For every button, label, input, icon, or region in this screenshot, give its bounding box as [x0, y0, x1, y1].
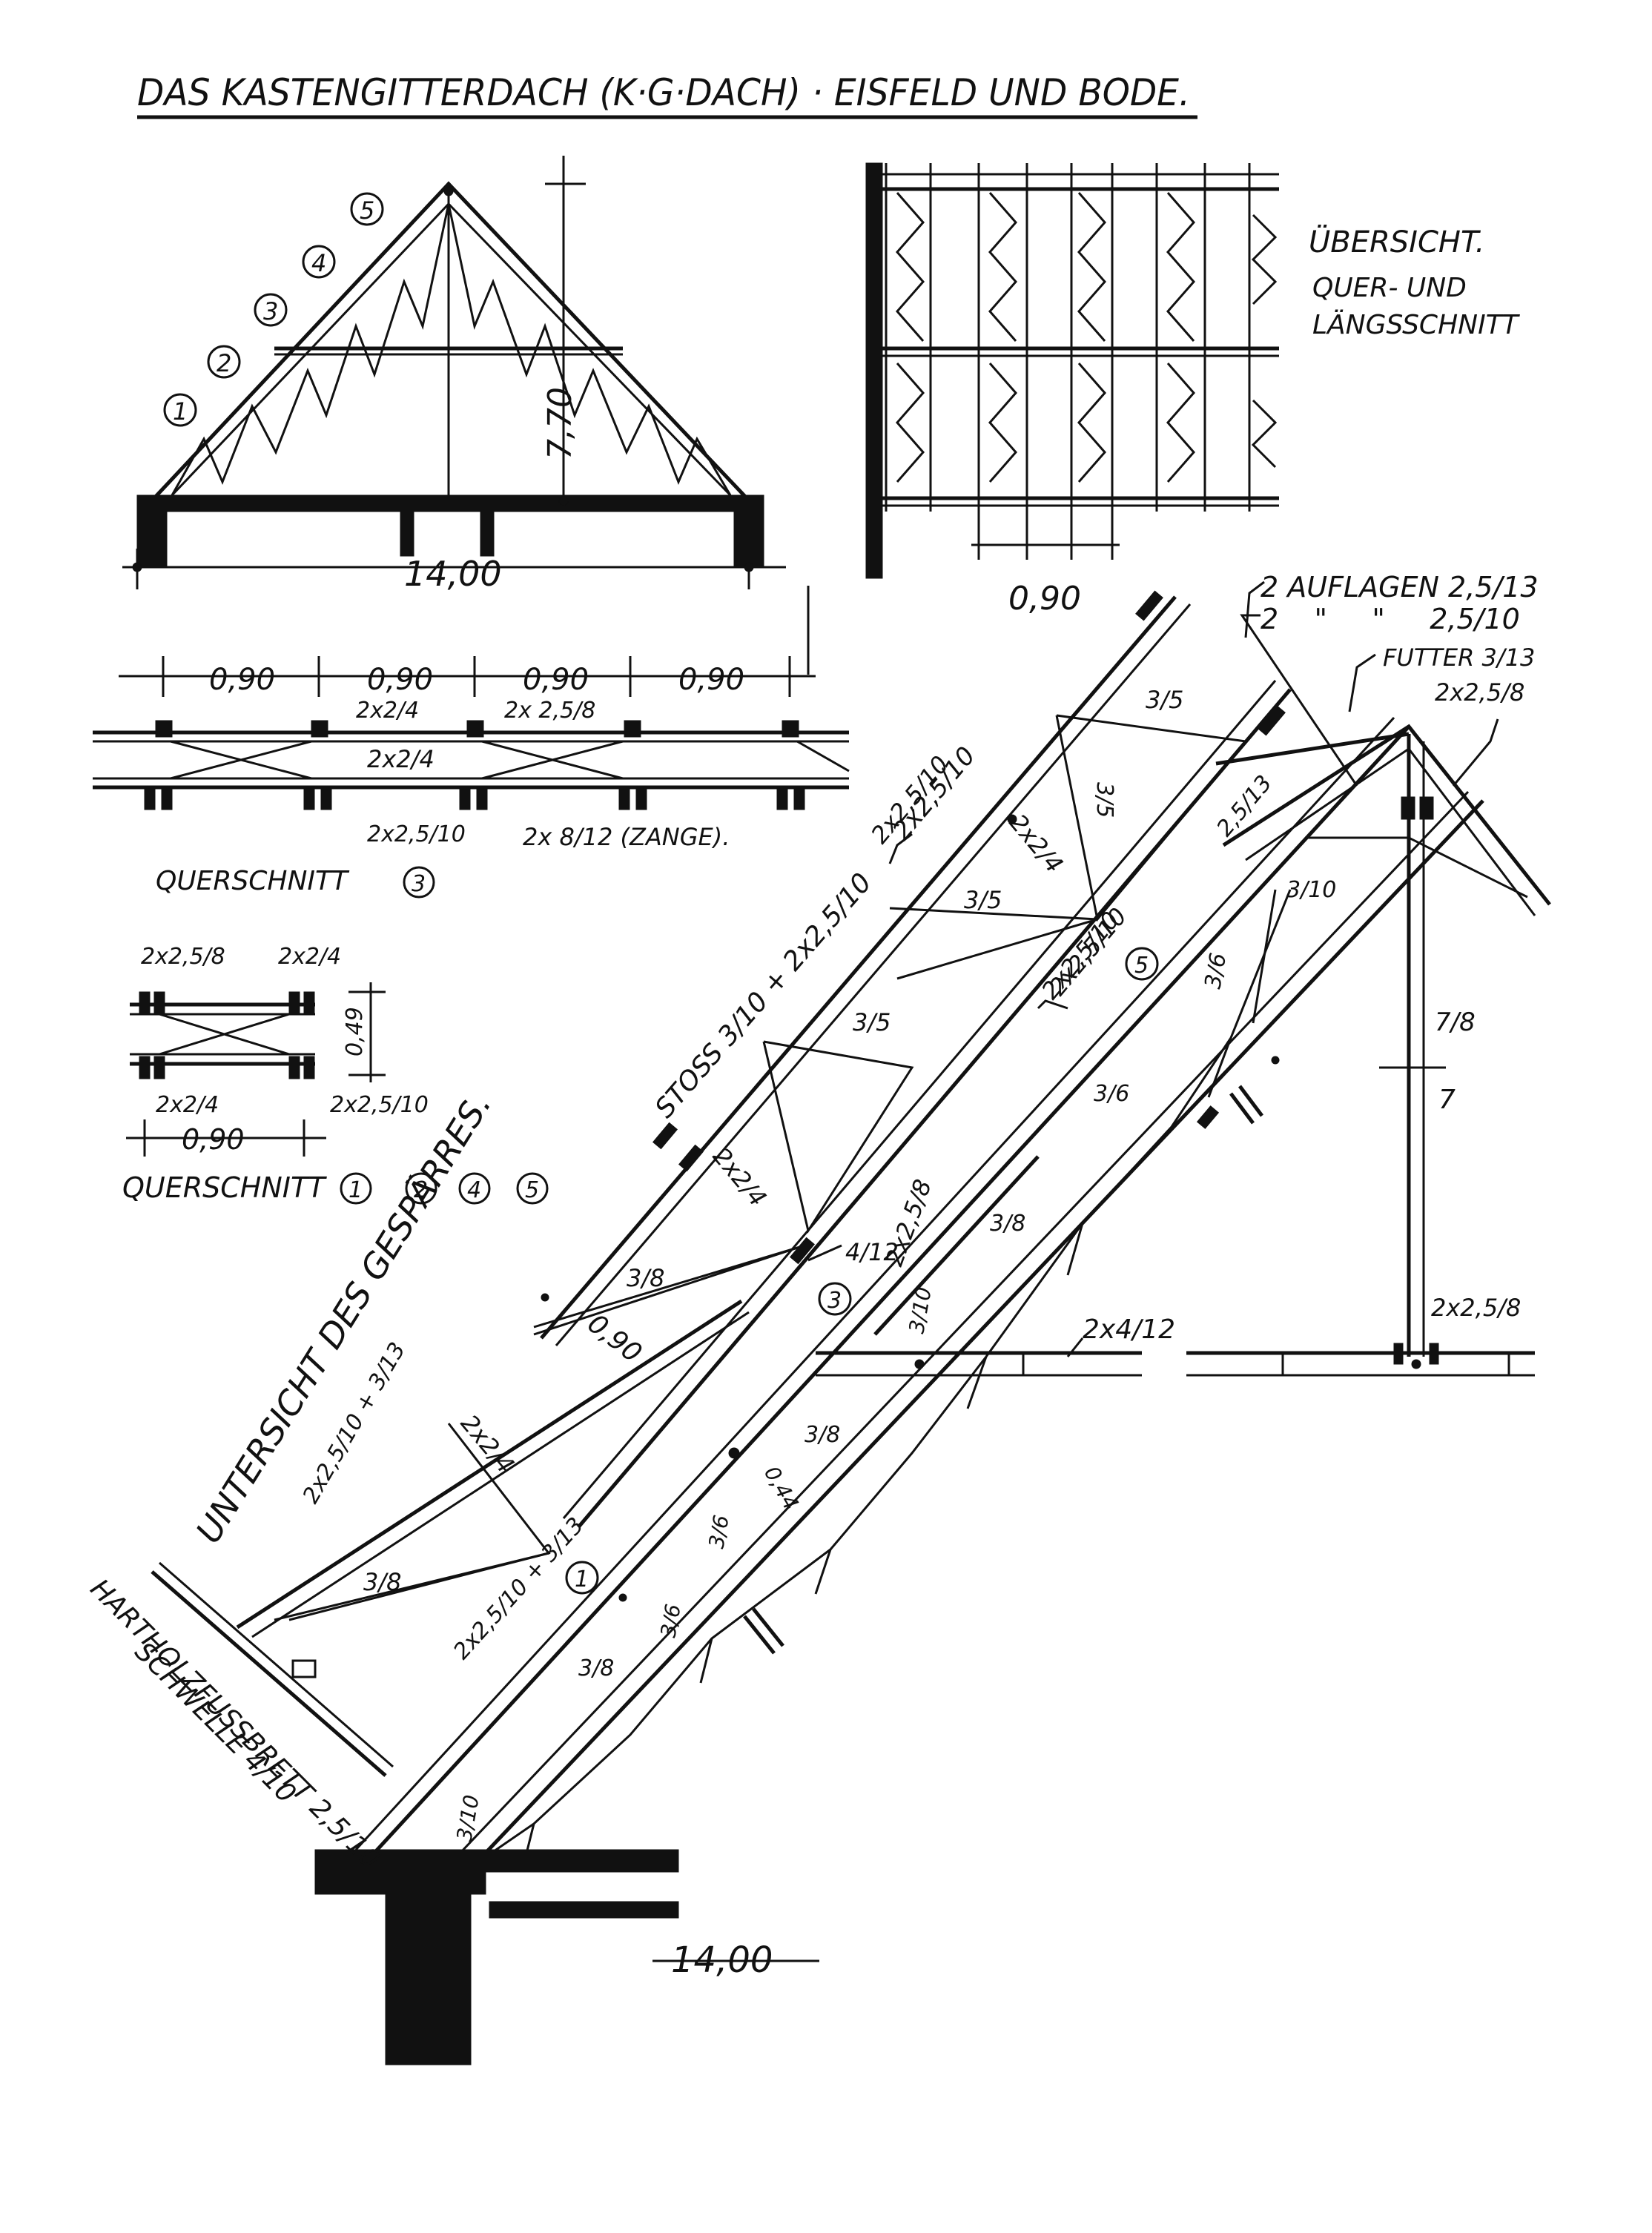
section1245-width: 0,90	[182, 1123, 245, 1156]
section3-spacing-2: 0,90	[367, 663, 433, 697]
field-number-1: 1	[173, 397, 188, 426]
overview-label-line2: QUER- UND	[1312, 273, 1467, 303]
member-label-25: 7	[1438, 1085, 1456, 1115]
member-label-14: 3/8	[627, 1264, 665, 1292]
main-rafter-detail	[151, 580, 1551, 2065]
overview-height-label: 7,70	[541, 387, 579, 460]
section3-spacing-3: 0,90	[523, 663, 589, 697]
member-label-11: 3/10	[1286, 877, 1336, 903]
main-circle-1-num: 1	[575, 1567, 589, 1592]
label-auflagen-1: 2 AUFLAGEN 2,5/13	[1261, 571, 1539, 603]
overview-longitudinal-section	[865, 162, 1279, 579]
section3-caption-number: 3	[412, 871, 426, 897]
section3-label-middle: 2x2/4	[367, 745, 435, 773]
label-futter: FUTTER 3/13	[1383, 644, 1535, 672]
member-label-13: 3/6	[1094, 1081, 1129, 1107]
member-label-2: 3/5	[964, 886, 1002, 914]
main-circle-5-num: 5	[1134, 953, 1149, 979]
member-label-3: 3/5	[853, 1008, 891, 1036]
field-number-5: 5	[360, 196, 374, 225]
overview-spacing-label: 0,90	[1008, 580, 1081, 618]
member-label-1: 3/5	[1146, 686, 1184, 714]
section1245-caption-5: 5	[525, 1177, 539, 1203]
section3-label-top-left: 2x2/4	[356, 698, 419, 724]
section1245-label-bottom-left: 2x2/4	[156, 1092, 219, 1118]
section1245-label-bottom-right: 2x2,5/10	[330, 1092, 429, 1118]
section3-spacing-1: 0,90	[209, 663, 275, 697]
section1245-caption-1: 1	[348, 1177, 363, 1203]
member-label-19: 4/12	[845, 1238, 899, 1266]
section1245-caption-2: 2	[414, 1177, 428, 1203]
field-number-3: 3	[263, 297, 278, 325]
section3-label-bottom-left: 2x2,5/10	[367, 821, 466, 847]
member-label-31: 3/10	[452, 1793, 483, 1844]
section3-label-bottom-right: 2x 8/12 (ZANGE).	[523, 823, 730, 851]
member-label-24: 7/8	[1435, 1008, 1476, 1037]
section1245-label-top-right: 2x2/4	[278, 944, 341, 970]
field-number-2: 2	[217, 349, 231, 377]
member-label-15: 3/8	[990, 1211, 1025, 1237]
section3-caption: QUERSCHNITT	[156, 866, 350, 896]
member-label-7: 2x2/4	[707, 1142, 772, 1212]
member-label-26: 0,90	[581, 1309, 647, 1369]
member-label-18: 3/8	[578, 1655, 614, 1681]
member-label-29: 3/6	[704, 1513, 733, 1550]
main-circle-3	[818, 1282, 852, 1316]
overview-span-label: 14,00	[404, 554, 502, 594]
member-label-21: 3/10	[904, 1286, 936, 1336]
label-main-span: 14,00	[671, 1939, 773, 1981]
main-circle-3-num: 3	[827, 1288, 842, 1314]
label-footboard-2: SCHWELLE 4/10	[129, 1636, 302, 1809]
page-title: DAS KASTENGITTERDACH (K·G·DACH) · EISFEL…	[137, 71, 1190, 114]
section1245-caption: QUERSCHNITT	[122, 1171, 327, 1204]
member-label-22: 2x4/12	[1083, 1314, 1175, 1345]
label-stoss: STOSS 3/10 + 2x2,5/10	[650, 867, 878, 1124]
label-top-2x258: 2x2,5/8	[1435, 678, 1524, 707]
overview-field-numbers	[163, 192, 384, 427]
overview-label-line3: LÄNGSSCHNITT	[1312, 309, 1521, 340]
member-label-32: 3/6	[655, 1602, 685, 1639]
section1245-caption-4: 4	[467, 1177, 481, 1203]
member-label-12: 3/6	[1200, 951, 1232, 991]
member-label-16: 3/8	[363, 1568, 402, 1596]
section1245-label-top-left: 2x2,5/8	[141, 944, 225, 970]
overview-label-line1: ÜBERSICHT.	[1309, 224, 1484, 259]
member-label-30: 0,44	[759, 1462, 804, 1514]
cross-section-3	[93, 656, 850, 899]
section3-label-top-right: 2x 2,5/8	[504, 698, 595, 724]
overview-cross-section	[122, 156, 786, 589]
member-label-4: 3/5	[1091, 782, 1117, 818]
cross-section-1245	[126, 982, 549, 1205]
member-label-20: 2x2,5/8	[880, 1176, 937, 1270]
label-auflagen-2: 2 " " 2,5/10	[1261, 603, 1520, 635]
main-circle-5	[1125, 947, 1159, 981]
main-circle-1	[565, 1561, 599, 1595]
field-number-4: 4	[311, 249, 326, 277]
member-label-23: 2x2,5/8	[1431, 1294, 1521, 1322]
section1245-height: 0,49	[342, 1007, 368, 1056]
section3-spacing-4: 0,90	[678, 663, 744, 697]
member-label-17: 3/8	[804, 1422, 840, 1448]
member-label-6: 2x2/4	[1004, 809, 1068, 879]
